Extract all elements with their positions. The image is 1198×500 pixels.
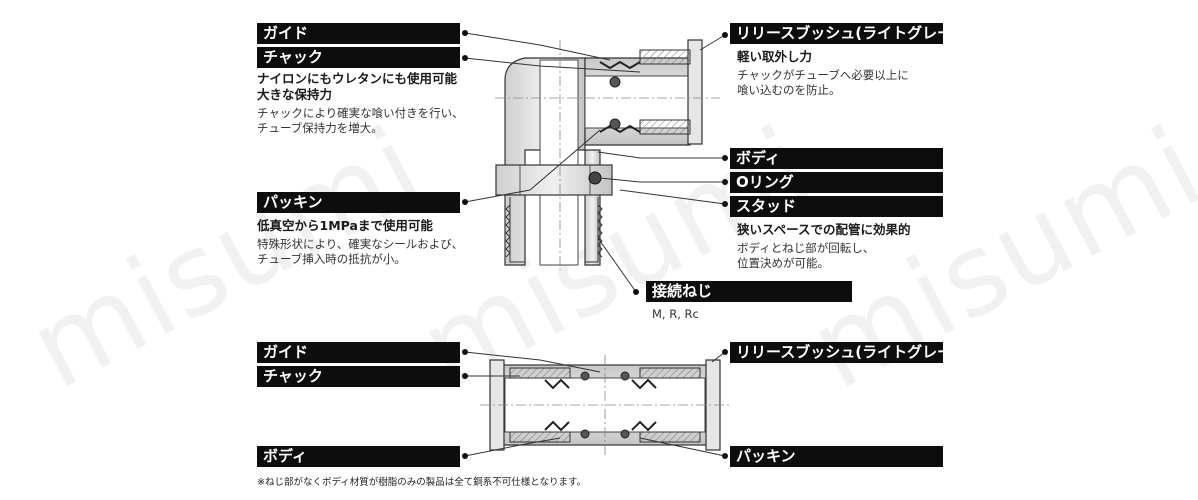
label-chuck: チャック: [257, 47, 460, 68]
chuck-desc-2: チューブ保持力を増大。: [257, 121, 383, 135]
chuck-heading-2: 大きな保持力: [257, 87, 333, 102]
label-stud: スタッド: [730, 196, 943, 217]
release-bushing-desc-1: チャックがチューブへ必要以上に: [737, 68, 909, 82]
label-connection-thread: 接続ねじ: [646, 281, 852, 302]
packing-heading: 低真空から1MPaまで使用可能: [257, 218, 433, 233]
label-body: ボディ: [730, 148, 943, 169]
connection-thread-desc: M, R, Rc: [652, 307, 699, 321]
footnote: ※ねじ部がなくボディ材質が樹脂のみの製品は全て銅系不可仕様となります。: [257, 477, 587, 488]
label-release-bushing-lower: リリースブッシュ(ライトグレー): [730, 342, 943, 363]
label-o-ring: Oリング: [730, 172, 943, 193]
label-chuck-lower: チャック: [257, 366, 460, 387]
leader-lines: [464, 32, 726, 457]
stud-desc-2: 位置決めが可能。: [737, 256, 829, 270]
label-release-bushing: リリースブッシュ(ライトグレー): [730, 23, 943, 44]
chuck-heading-1: ナイロンにもウレタンにも使用可能: [257, 71, 458, 86]
release-bushing-desc-2: 喰い込むのを防止。: [737, 83, 841, 97]
straight-fitting: [480, 355, 730, 455]
stud-desc-1: ボディとねじ部が回転し、: [737, 241, 875, 255]
packing-desc-1: 特殊形状により、確実なシールおよび、: [257, 237, 464, 251]
stud-heading: 狭いスペースでの配管に効果的: [737, 222, 911, 237]
release-bushing-heading: 軽い取外し力: [737, 49, 813, 64]
packing-desc-2: チューブ挿入時の抵抗が小。: [257, 252, 406, 266]
chuck-desc-1: チャックにより確実な喰い付きを行い、: [257, 106, 464, 120]
label-guide: ガイド: [257, 23, 460, 44]
label-body-lower: ボディ: [257, 446, 460, 467]
label-packing-lower: パッキン: [730, 446, 943, 467]
label-guide-lower: ガイド: [257, 342, 460, 363]
elbow-fitting: [495, 39, 720, 270]
label-packing: パッキン: [257, 192, 460, 213]
